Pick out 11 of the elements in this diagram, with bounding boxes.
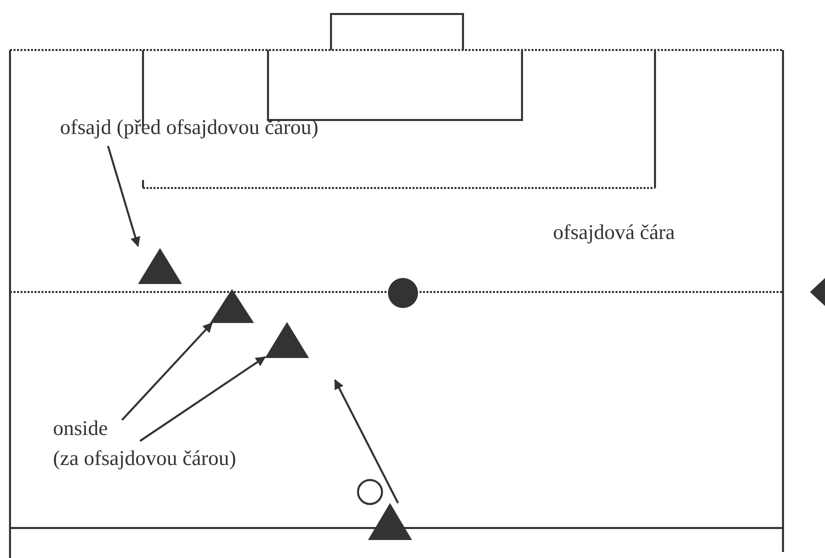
callout-text: onside (za ofsajdovou čárou) — [53, 413, 236, 473]
player-icon — [138, 248, 182, 284]
arrow — [334, 379, 399, 504]
player-icon — [210, 289, 254, 323]
player-icon — [368, 503, 412, 540]
callout-text: ofsajd (před ofsajdovou čárou) — [60, 112, 318, 142]
arrow — [121, 322, 213, 421]
line-label: ofsajdová čára — [553, 219, 675, 246]
arrow — [139, 356, 266, 442]
player-icon — [265, 322, 309, 358]
arrow — [107, 146, 140, 247]
